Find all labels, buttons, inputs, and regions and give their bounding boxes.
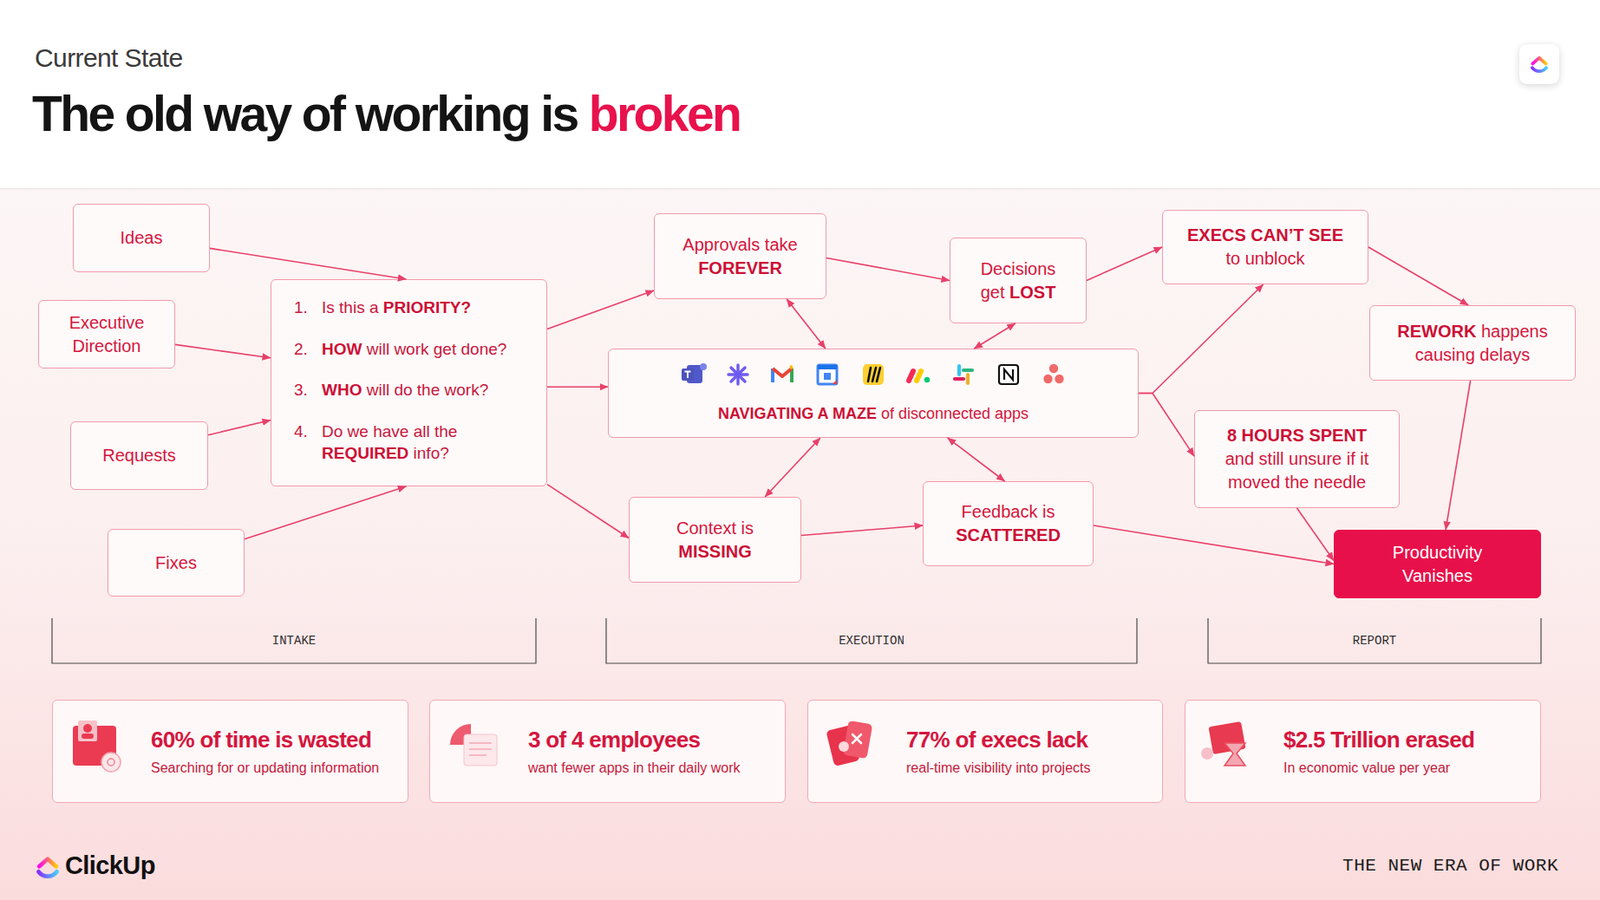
input-box: Executive Direction — [38, 300, 176, 369]
flow-arrow — [175, 344, 271, 358]
node-text: Context is MISSING — [643, 516, 787, 564]
stat-head: 77% of execs lack — [906, 726, 1088, 754]
list-text: HOW will work get done? — [321, 339, 507, 361]
stat-body: Searching for or updating information — [150, 759, 379, 777]
phase-brackets — [52, 618, 1542, 664]
flow-arrow — [947, 437, 1006, 482]
input-box: Ideas — [72, 203, 210, 273]
flow-arrow — [547, 484, 629, 539]
app-maze-box: NAVIGATING A MAZE of disconnected apps — [607, 348, 1139, 438]
emphasis: EXECS CAN’T SEE — [1187, 225, 1344, 245]
problem-box: REWORK happens causing delays — [1369, 305, 1576, 381]
list-text: Do we have all the REQUIRED info? — [321, 421, 536, 464]
logo-chevron — [39, 859, 57, 868]
phase-bracket — [52, 618, 536, 664]
stat-card: 77% of execs lack real-time visibility in… — [807, 699, 1163, 804]
flow-arrow — [208, 420, 271, 436]
flow-arrow — [1138, 393, 1195, 458]
emphasis: FOREVER — [698, 258, 783, 278]
section-kicker: Current State — [34, 43, 183, 73]
logo-badge — [1519, 44, 1560, 85]
flow-arrow — [1138, 284, 1264, 394]
outcome-box: Productivity Vanishes — [1333, 529, 1542, 599]
node-text: NAVIGATING A MAZE of disconnected apps — [718, 403, 1029, 425]
emphasis: REQUIRED — [321, 444, 409, 463]
stat-body: want fewer apps in their daily work — [528, 759, 741, 777]
logo-mark — [1527, 52, 1552, 77]
flow-arrow — [547, 385, 608, 388]
emphasis: LOST — [1009, 282, 1056, 302]
phase-bracket — [1208, 618, 1542, 664]
stat-body: In economic value per year — [1283, 759, 1450, 777]
phase-label: INTAKE — [52, 633, 536, 648]
list-text: Is this a PRIORITY? — [321, 297, 471, 320]
flow-arrow — [801, 525, 923, 536]
node-text: Approvals take FOREVER — [668, 233, 812, 281]
flow-arrow — [1093, 525, 1334, 565]
flow-arrow — [786, 299, 826, 349]
node-text: Feedback is SCATTERED — [937, 500, 1079, 548]
flow-arrow — [826, 258, 950, 281]
emphasis: PRIORITY? — [383, 298, 471, 317]
list-num: 4. — [293, 421, 308, 444]
flow-arrow — [547, 290, 654, 329]
flow-arrow — [209, 248, 406, 280]
emphasis: WHO — [321, 380, 362, 399]
list-text: WHO will do the work? — [321, 379, 489, 402]
emphasis: SCATTERED — [955, 525, 1061, 545]
logo-curve — [1532, 67, 1547, 72]
stat-head: 3 of 4 employees — [528, 726, 700, 754]
list-num: 1. — [293, 297, 308, 320]
flow-arrow — [764, 437, 821, 497]
node-text: Requests — [102, 444, 177, 468]
list-num: 2. — [293, 339, 308, 361]
emphasis: NAVIGATING A MAZE — [718, 404, 877, 423]
node-text: Executive Direction — [49, 311, 164, 359]
flow-arrow — [1368, 247, 1469, 306]
question-box: 1. Is this a PRIORITY? 2. HOW will work get… — [270, 279, 548, 487]
problem-box: EXECS CAN’T SEE to unblock — [1162, 209, 1369, 285]
flow-arrow — [244, 486, 406, 540]
logo-curve — [39, 871, 58, 876]
stat-card: 60% of time is wastedSearching for or up… — [52, 699, 409, 804]
input-box: Requests — [70, 421, 209, 490]
node-text: 8 HOURS SPENT and still unsure if it mov… — [1217, 424, 1377, 495]
stat-head: 60% of time is wasted — [150, 726, 372, 754]
stat-body: real-time visibility into projects — [906, 759, 1091, 777]
emphasis: REWORK — [1397, 321, 1476, 341]
flow-arrow — [1086, 247, 1163, 281]
emphasis: MISSING — [678, 542, 752, 562]
input-box: Fixes — [107, 528, 245, 597]
node-text: REWORK happens causing delays — [1391, 320, 1555, 367]
problem-box: Approvals take FOREVER — [653, 213, 827, 300]
stat-card: 3 of 4 employees want fewer apps in their… — [429, 699, 786, 804]
logo-chevron — [1532, 58, 1546, 65]
stat-head: $2.5 Trillion erased — [1283, 726, 1475, 754]
problem-box: Context is MISSING — [628, 496, 802, 583]
emphasis: HOW — [321, 339, 362, 359]
node-text: Ideas — [120, 226, 164, 250]
node-text: EXECS CAN’T SEE to unblock — [1183, 223, 1347, 271]
flow-arrow — [1297, 508, 1335, 562]
phase-label: EXECUTION — [606, 633, 1137, 648]
logo-mark — [32, 851, 64, 883]
problem-box: Feedback is SCATTERED — [922, 481, 1094, 567]
node-text: Decisions get LOST — [967, 257, 1069, 305]
problem-box: Decisions get LOST — [949, 237, 1087, 324]
stat-card: $2.5 Trillion erased In economic value pe… — [1184, 699, 1542, 804]
brand-name: ClickUp — [65, 851, 156, 881]
problem-box: 8 HOURS SPENT and still unsure if it mov… — [1194, 410, 1400, 509]
node-text: Productivity Vanishes — [1377, 541, 1497, 588]
flow-arrow — [973, 323, 1016, 349]
flow-arrow — [1445, 380, 1471, 530]
tagline: THE NEW ERA OF WORK — [1124, 855, 1559, 876]
list-num: 3. — [293, 379, 308, 402]
slide-title: The old way of working is broken — [32, 86, 740, 142]
phase-bracket — [606, 618, 1137, 664]
node-text: Fixes — [155, 551, 197, 575]
emphasis: 8 HOURS SPENT — [1227, 425, 1367, 445]
phase-label: REPORT — [1208, 633, 1542, 648]
